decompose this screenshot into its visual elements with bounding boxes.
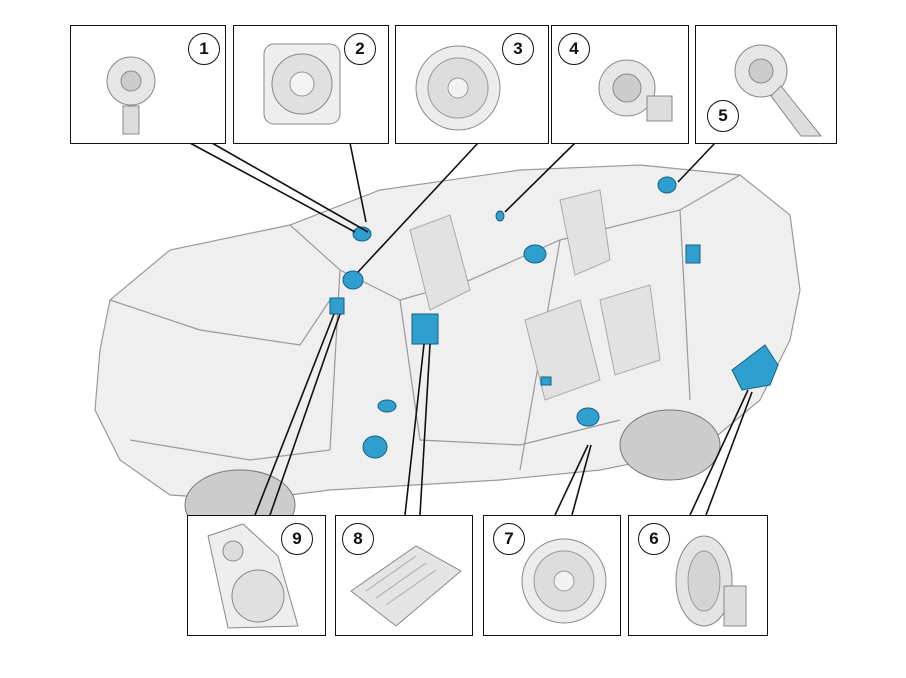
part-3: [342, 270, 364, 290]
part-tweeter-rear: [685, 244, 701, 264]
part-tweeter-mid: [540, 376, 552, 386]
callout-box-5: 5: [695, 25, 837, 144]
speaker-bracket-icon: [207, 523, 299, 629]
callout-number: 1: [188, 33, 220, 65]
speaker-icon: [263, 43, 341, 125]
part-9: [329, 297, 345, 315]
amplifier-icon: [350, 545, 462, 627]
callout-number: 5: [707, 100, 739, 132]
part-7: [576, 407, 600, 427]
callout-box-8: 8: [335, 515, 473, 636]
tweeter-icon: [598, 59, 673, 122]
part-5: [657, 176, 677, 194]
subwoofer-icon: [675, 535, 747, 627]
callout-number: 3: [502, 33, 534, 65]
callout-box-1: 1: [70, 25, 226, 144]
part-speaker-front: [362, 435, 388, 459]
callout-number: 6: [638, 523, 670, 555]
callout-box-3: 3: [395, 25, 549, 144]
part-6: [731, 344, 779, 391]
leader-lines: [189, 142, 753, 516]
tweeter-icon: [106, 56, 156, 135]
callout-number: 8: [342, 523, 374, 555]
callout-box-4: 4: [551, 25, 689, 144]
callout-box-7: 7: [483, 515, 621, 636]
part-speaker-rear: [523, 244, 547, 264]
part-8: [411, 313, 439, 345]
speaker-icon: [415, 45, 501, 131]
callout-box-9: 9: [187, 515, 326, 636]
callout-number: 4: [558, 33, 590, 65]
callout-number: 9: [281, 523, 313, 555]
callout-box-6: 6: [628, 515, 768, 636]
part-tweeter-front: [377, 399, 397, 413]
part-4: [495, 210, 505, 222]
tweeter-icon: [734, 44, 823, 137]
callout-box-2: 2: [233, 25, 389, 144]
highlighted-components: [329, 176, 779, 459]
speaker-icon: [521, 538, 607, 624]
callout-number: 7: [493, 523, 525, 555]
callout-number: 2: [344, 33, 376, 65]
seats: [409, 189, 661, 401]
